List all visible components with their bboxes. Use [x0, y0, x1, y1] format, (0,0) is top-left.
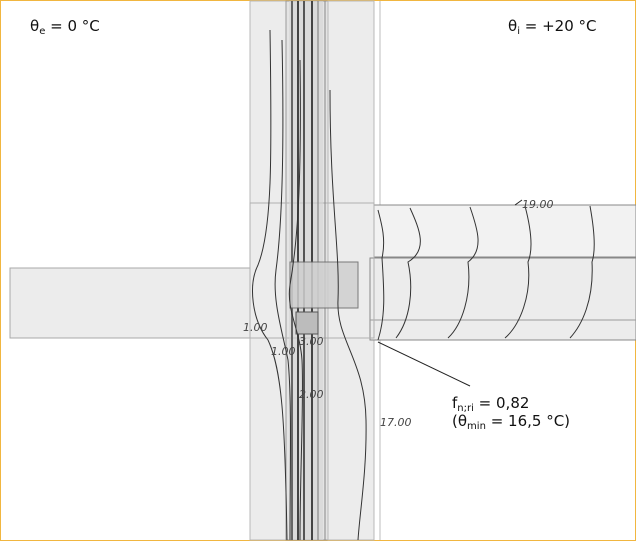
- f-factor-line: fn;ri = 0,82: [452, 394, 530, 414]
- isotherm-slab-5: [569, 205, 595, 339]
- isotherm-label-2: 2.00: [299, 388, 324, 401]
- theta-min-value: = 16,5 °C): [490, 412, 571, 430]
- isotherm-slab-1: [377, 209, 385, 341]
- paren-open: (: [452, 412, 458, 430]
- bolt-block: [295, 311, 319, 335]
- theta-symbol: θ: [30, 17, 40, 35]
- isotherm-2: [274, 39, 291, 541]
- isotherm-1-left: [252, 29, 288, 541]
- beam-connection: [289, 261, 359, 309]
- isotherm-slab-3: [447, 206, 479, 339]
- theta-min-line: (θmin = 16,5 °C): [452, 412, 571, 432]
- isotherm-label-17: 17.00: [380, 416, 412, 429]
- isotherm-label-19: 19.00: [522, 198, 554, 211]
- f-symbol: f: [452, 394, 458, 412]
- isotherm-label-1-b: 1.00: [271, 345, 296, 358]
- f-subscript: n;ri: [457, 403, 474, 414]
- isotherm-3: [288, 59, 304, 541]
- isotherm-slab-2: [395, 207, 421, 339]
- theta-min-subscript: min: [467, 421, 486, 432]
- interior-subscript: i: [517, 26, 520, 37]
- exterior-temperature-label: θe = 0 °C: [30, 17, 100, 37]
- interior-temperature-label: θi = +20 °C: [508, 17, 597, 37]
- isotherm-label-3: 3.00: [299, 335, 324, 348]
- annotation-leader-19: [514, 199, 523, 206]
- interior-value: = +20 °C: [524, 17, 597, 35]
- isotherm-label-1-a: 1.00: [243, 321, 268, 334]
- slab-right: [369, 257, 636, 341]
- isotherm-slab-4: [504, 205, 532, 339]
- slab-left: [9, 267, 251, 339]
- f-value: = 0,82: [478, 394, 530, 412]
- exterior-value: = 0 °C: [50, 17, 100, 35]
- theta-symbol: θ: [457, 412, 468, 430]
- isotherm-17: [329, 89, 367, 541]
- theta-symbol: θ: [508, 17, 518, 35]
- slab-right-top: [373, 204, 636, 258]
- exterior-subscript: e: [39, 26, 46, 37]
- temperature-factor-annotation: fn;ri = 0,82 (θmin = 16,5 °C): [452, 394, 571, 432]
- annotation-leader: [377, 341, 471, 387]
